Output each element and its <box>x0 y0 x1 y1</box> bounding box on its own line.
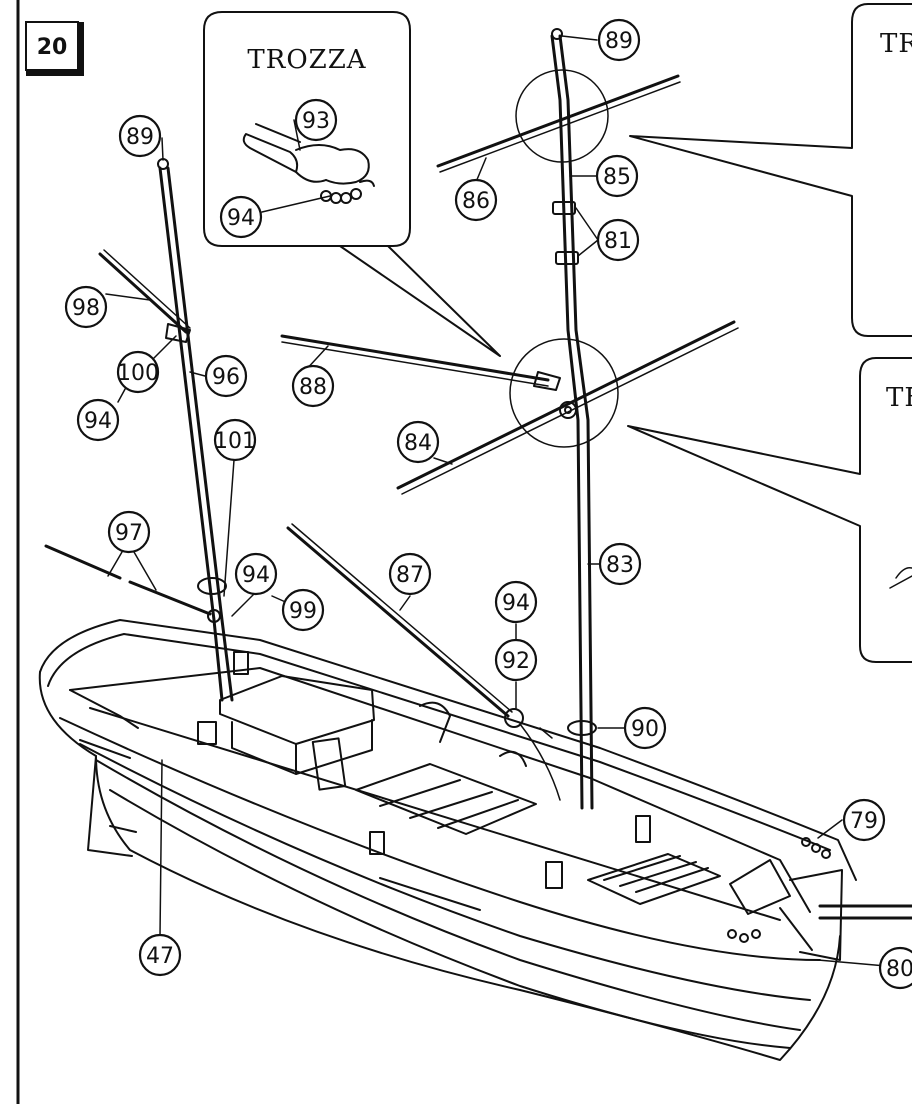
callout-circle <box>598 542 642 586</box>
callout-circle <box>396 420 440 464</box>
part-callout: 87 <box>388 552 432 596</box>
right-inset-title-top: TR <box>880 29 912 59</box>
callout-circle <box>388 552 432 596</box>
callout-circle <box>595 154 639 198</box>
part-callout: 84 <box>396 420 440 464</box>
part-label: 92 <box>502 649 530 674</box>
right-inset-top <box>629 3 912 337</box>
part-callout: 98 <box>64 285 108 329</box>
part-label: 89 <box>605 29 633 54</box>
part-callout: 97 <box>107 510 151 554</box>
part-label: 90 <box>631 717 659 742</box>
part-label: 81 <box>604 229 632 254</box>
callout-circle <box>281 588 325 632</box>
callout-circle <box>597 18 641 62</box>
part-callout: 89 <box>118 114 162 158</box>
callout-circle <box>842 798 886 842</box>
part-label: 96 <box>212 365 240 390</box>
part-label: 79 <box>850 809 878 834</box>
right-inset-title-bottom: TF <box>886 383 912 413</box>
callout-circle <box>76 398 120 442</box>
callout-circle <box>107 510 151 554</box>
part-label: 94 <box>242 563 270 588</box>
part-label: 80 <box>886 957 912 982</box>
part-label: 98 <box>72 296 100 321</box>
part-callout: 89 <box>597 18 641 62</box>
part-callout: 90 <box>623 706 667 750</box>
fore-mast-assembly <box>44 158 234 702</box>
part-callout: 92 <box>494 638 538 682</box>
trozza-title: TROZZA <box>247 45 366 75</box>
callout-circle <box>878 946 912 990</box>
part-label: 83 <box>606 553 634 578</box>
callout-circle <box>116 350 160 394</box>
part-callout: 99 <box>281 588 325 632</box>
part-callout: 94 <box>76 398 120 442</box>
part-label: 99 <box>289 599 317 624</box>
part-label: 84 <box>404 431 432 456</box>
callout-circle <box>294 98 338 142</box>
callout-circle <box>64 285 108 329</box>
part-callout: 81 <box>596 218 640 262</box>
part-label: 87 <box>396 563 424 588</box>
callout-circle <box>291 364 335 408</box>
part-callout: 80 <box>878 946 912 990</box>
part-label: 85 <box>603 165 631 190</box>
callout-circle <box>596 218 640 262</box>
part-callout: 88 <box>291 364 335 408</box>
callout-circle <box>494 638 538 682</box>
part-label: 94 <box>502 591 530 616</box>
page-number-box: 20 <box>25 21 84 76</box>
part-callout: 101 <box>213 418 257 462</box>
callout-circle <box>138 933 182 977</box>
part-label: 88 <box>299 375 327 400</box>
part-callout: 96 <box>204 354 248 398</box>
part-label: 47 <box>146 944 174 969</box>
main-mast-assembly <box>280 28 739 810</box>
part-callout: 85 <box>595 154 639 198</box>
hull <box>38 619 912 1061</box>
callout-circle <box>623 706 667 750</box>
part-label: 94 <box>227 206 255 231</box>
trozza-jaw-icon <box>242 123 375 204</box>
part-callout: 79 <box>842 798 886 842</box>
part-label: 100 <box>117 361 159 386</box>
trozza-inset <box>203 11 501 357</box>
part-callout: 86 <box>454 178 498 222</box>
part-label: 93 <box>302 109 330 134</box>
part-callout: 94 <box>219 195 263 239</box>
part-label: 89 <box>126 125 154 150</box>
part-label: 94 <box>84 409 112 434</box>
part-callout: 100 <box>116 350 160 394</box>
part-callout: 83 <box>598 542 642 586</box>
part-callout: 94 <box>234 552 278 596</box>
callout-circle <box>454 178 498 222</box>
right-inset-bottom <box>627 357 912 663</box>
part-label: 86 <box>462 189 490 214</box>
callout-circle <box>118 114 162 158</box>
part-callout: 47 <box>138 933 182 977</box>
callout-circle <box>494 580 538 624</box>
callout-circle <box>219 195 263 239</box>
part-label: 97 <box>115 521 143 546</box>
part-callout: 94 <box>494 580 538 624</box>
callout-circle <box>234 552 278 596</box>
callout-circle <box>204 354 248 398</box>
part-label: 101 <box>214 429 256 454</box>
part-callout: 93 <box>294 98 338 142</box>
callout-circle <box>213 418 257 462</box>
page-number: 20 <box>37 35 68 60</box>
